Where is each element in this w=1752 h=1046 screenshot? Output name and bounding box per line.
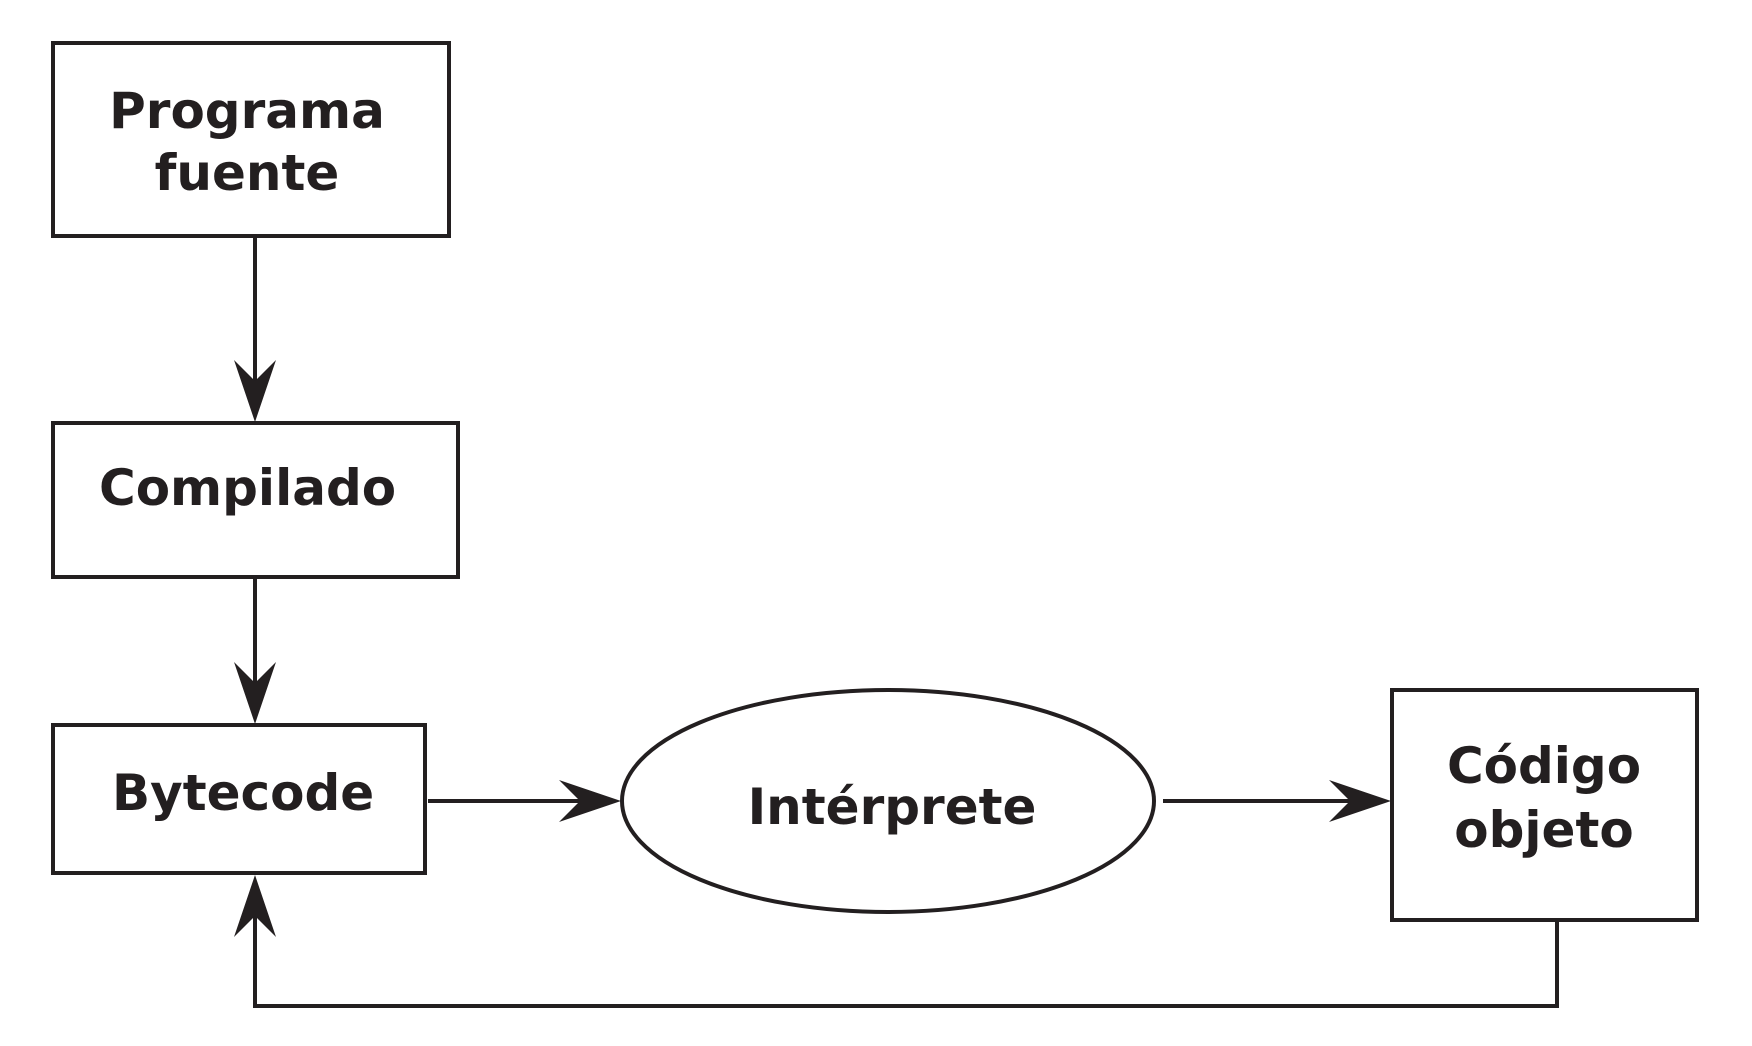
- bytecode-node: Bytecode: [51, 723, 427, 875]
- arrow-up-icon: [234, 875, 276, 937]
- object-code-box: [1390, 688, 1699, 922]
- arrow-down-icon: [234, 360, 276, 422]
- bytecode-box: [51, 723, 427, 875]
- compiler-node: Compilado: [51, 421, 460, 579]
- object-code-node: Código objeto: [1390, 688, 1699, 922]
- source-program-box: [51, 41, 451, 238]
- compiler-box: [51, 421, 460, 579]
- arrow-down-icon: [234, 662, 276, 724]
- source-program-label-line2: fuente: [155, 144, 340, 202]
- object-code-label-line1: Código: [1447, 737, 1641, 795]
- source-program-node: Programa fuente: [51, 41, 451, 238]
- interpreter-node: Intérprete: [620, 688, 1156, 914]
- object-code-label-line2: objeto: [1454, 801, 1633, 859]
- edge-object-code-to-bytecode-line: [253, 905, 1559, 1008]
- edge-source-to-compiler: [234, 236, 276, 422]
- interpreter-ellipse: [620, 688, 1156, 914]
- arrow-right-icon: [1329, 780, 1391, 822]
- edge-bytecode-to-interpreter: [428, 780, 621, 822]
- source-program-label-line1: Programa: [109, 82, 385, 140]
- edge-compiler-to-bytecode: [234, 577, 276, 724]
- bytecode-label: Bytecode: [112, 764, 374, 822]
- interpreter-label: Intérprete: [748, 778, 1037, 836]
- arrow-right-icon: [559, 780, 621, 822]
- edge-object-code-to-bytecode: [234, 875, 1559, 1008]
- edge-interpreter-to-object-code: [1163, 780, 1391, 822]
- compiler-label: Compilado: [99, 459, 396, 517]
